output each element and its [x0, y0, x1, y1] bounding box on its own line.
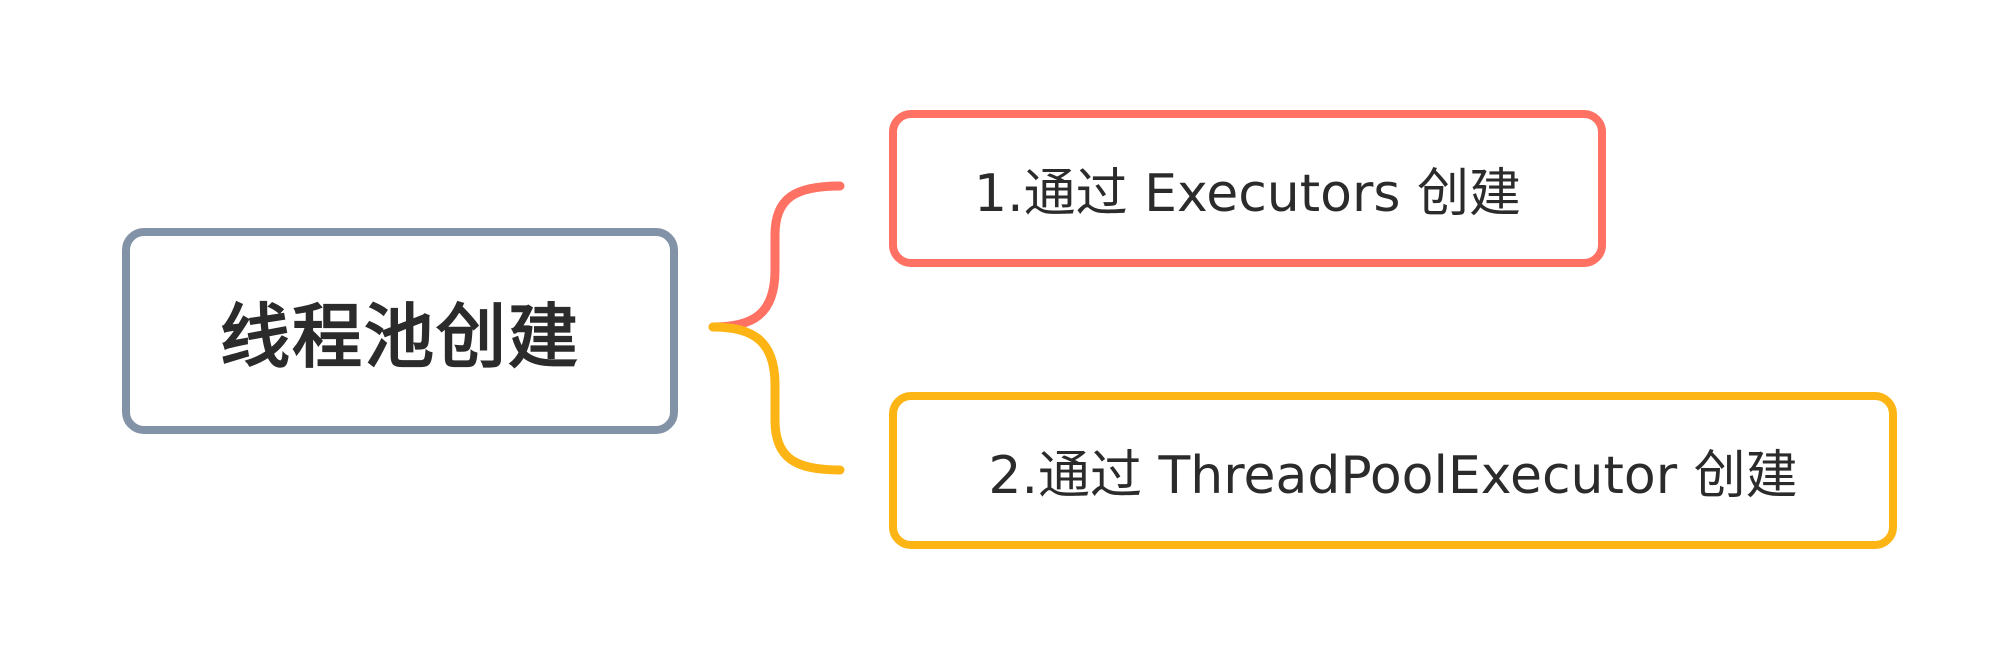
connector-to-child-2 — [708, 322, 845, 475]
connector-to-child-1 — [708, 181, 845, 332]
child-node-label: 2.通过 ThreadPoolExecutor 创建 — [988, 446, 1798, 506]
child-node-executors[interactable]: 1.通过 Executors 创建 — [889, 110, 1606, 267]
child-node-threadpoolexecutor[interactable]: 2.通过 ThreadPoolExecutor 创建 — [889, 392, 1897, 549]
root-node-label: 线程池创建 — [220, 295, 580, 378]
child-node-label: 1.通过 Executors 创建 — [974, 164, 1521, 224]
root-node[interactable]: 线程池创建 — [122, 228, 678, 434]
